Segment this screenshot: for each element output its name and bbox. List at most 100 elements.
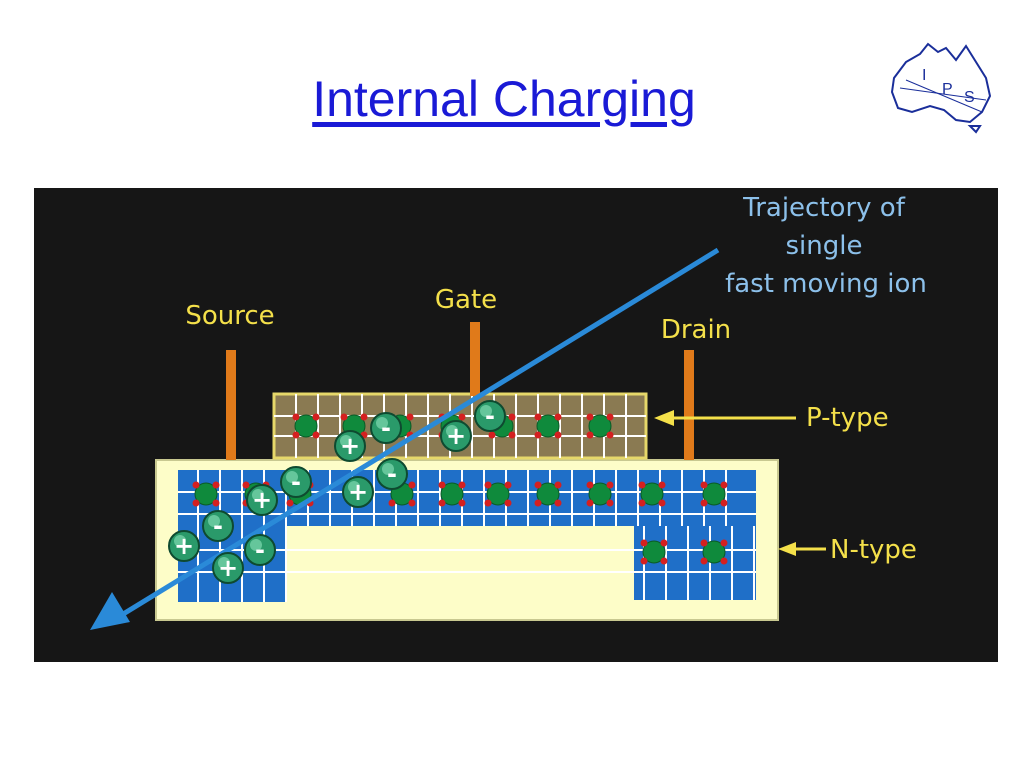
- dopant-dot: [606, 431, 614, 439]
- dopant-dot: [720, 499, 728, 507]
- dopant-dot: [534, 499, 542, 507]
- p-type-label: P-type: [806, 403, 889, 433]
- lattice-atom: [642, 540, 666, 564]
- dopant-dot: [534, 431, 542, 439]
- dopant-dot: [606, 499, 614, 507]
- dopant-dot: [586, 413, 594, 421]
- dopant-dot: [658, 481, 666, 489]
- charge-highlight: [208, 515, 220, 527]
- source-electrode: [226, 350, 236, 460]
- logo-letter-i: I: [922, 67, 926, 84]
- dopant-dot: [658, 499, 666, 507]
- dopant-dot: [720, 539, 728, 547]
- n-type-pointer-head: [778, 542, 796, 556]
- p-type-pointer-head: [654, 410, 674, 426]
- page-title: Internal Charging: [312, 71, 696, 127]
- negative-charge-sign: -: [291, 468, 301, 496]
- dopant-dot: [700, 499, 708, 507]
- lattice-atom: [588, 414, 612, 438]
- charge-carriers: -+-+-+-+-+-+: [168, 400, 506, 584]
- dopant-dot: [554, 481, 562, 489]
- lattice-atoms: [192, 413, 728, 565]
- dopant-dot: [586, 481, 594, 489]
- gate-label: Gate: [435, 285, 497, 315]
- dopant-dot: [638, 499, 646, 507]
- negative-charge-sign: -: [381, 414, 391, 442]
- charge-highlight: [286, 471, 298, 483]
- dopant-dot: [700, 481, 708, 489]
- dopant-dot: [484, 481, 492, 489]
- dopant-dot: [360, 413, 368, 421]
- dopant-dot: [554, 413, 562, 421]
- charge-highlight: [480, 405, 492, 417]
- lattice-atom: [440, 482, 464, 506]
- charge-highlight: [250, 539, 262, 551]
- lattice-atom: [702, 482, 726, 506]
- negative-charge-sign: -: [485, 402, 495, 430]
- lattice-atom: [294, 414, 318, 438]
- dopant-dot: [292, 431, 300, 439]
- dopant-dot: [438, 481, 446, 489]
- lattice-atom: [588, 482, 612, 506]
- dopant-dot: [504, 481, 512, 489]
- dopant-dot: [534, 481, 542, 489]
- ips-logo: I P S: [890, 42, 992, 134]
- dopant-dot: [720, 481, 728, 489]
- charge-highlight: [174, 535, 186, 547]
- logo-letter-s: S: [964, 89, 975, 106]
- negative-charge-sign: -: [387, 460, 397, 488]
- charge-highlight: [382, 463, 394, 475]
- dopant-dot: [292, 413, 300, 421]
- positive-charge-sign: +: [340, 432, 360, 460]
- dopant-dot: [408, 499, 416, 507]
- dopant-dot: [484, 499, 492, 507]
- lattice-atom: [486, 482, 510, 506]
- dopant-dot: [638, 481, 646, 489]
- dopant-dot: [458, 413, 466, 421]
- dopant-dot: [720, 557, 728, 565]
- positive-charge-sign: +: [348, 478, 368, 506]
- dopant-dot: [192, 481, 200, 489]
- lattice-atom: [640, 482, 664, 506]
- trajectory-label-line-2: single: [786, 231, 863, 261]
- drain-label: Drain: [661, 315, 731, 345]
- lattice-atom: [536, 482, 560, 506]
- negative-charge-sign: -: [255, 536, 265, 564]
- dopant-dot: [554, 431, 562, 439]
- dopant-dot: [640, 539, 648, 547]
- charge-highlight: [376, 417, 388, 429]
- lattice-atom: [194, 482, 218, 506]
- dopant-dot: [458, 499, 466, 507]
- mosfet-diagram: -+-+-+-+-+-+ Trajectory of single fast m…: [34, 188, 998, 662]
- charge-highlight: [252, 489, 264, 501]
- dopant-dot: [660, 539, 668, 547]
- lattice-atom: [702, 540, 726, 564]
- trajectory-label-line-1: Trajectory of: [742, 193, 906, 223]
- charge-highlight: [348, 481, 360, 493]
- positive-charge-sign: +: [218, 554, 238, 582]
- dopant-dot: [640, 557, 648, 565]
- dopant-dot: [534, 413, 542, 421]
- n-type-label: N-type: [830, 535, 917, 565]
- positive-charge-sign: +: [446, 422, 466, 450]
- dopant-dot: [508, 431, 516, 439]
- positive-charge-sign: +: [252, 486, 272, 514]
- dopant-dot: [406, 413, 414, 421]
- dopant-dot: [586, 499, 594, 507]
- negative-charge-sign: -: [213, 512, 223, 540]
- dopant-dot: [700, 539, 708, 547]
- dopant-dot: [508, 413, 516, 421]
- positive-charge-sign: +: [174, 532, 194, 560]
- ion-trajectory-arrowhead: [90, 592, 130, 630]
- charge-highlight: [340, 435, 352, 447]
- dopant-dot: [408, 481, 416, 489]
- trajectory-label-line-3: fast moving ion: [725, 269, 927, 299]
- dopant-dot: [212, 499, 220, 507]
- dopant-dot: [606, 413, 614, 421]
- dopant-dot: [340, 413, 348, 421]
- dopant-dot: [700, 557, 708, 565]
- dopant-dot: [554, 499, 562, 507]
- lattice-atom: [536, 414, 560, 438]
- dopant-dot: [458, 481, 466, 489]
- dopant-dot: [488, 431, 496, 439]
